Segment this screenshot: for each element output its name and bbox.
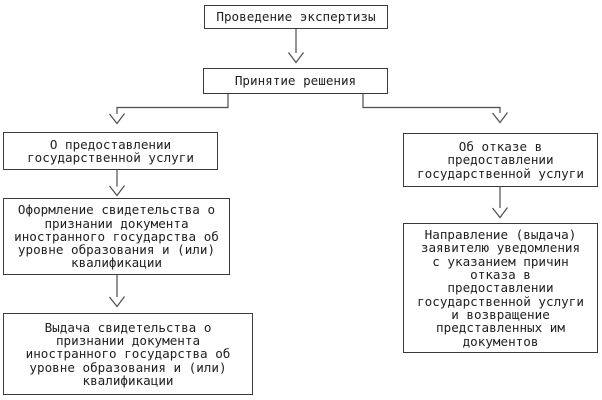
connector-grant-preparation xyxy=(109,170,125,197)
arrowhead-icon xyxy=(109,185,125,197)
connector-expertise-decision xyxy=(288,29,304,64)
arrowhead-icon xyxy=(109,296,125,308)
connector-decision-refusal xyxy=(362,94,508,124)
arrowhead-icon xyxy=(492,112,508,124)
node-refusal-notification: Направление (выдача) заявителю уведомлен… xyxy=(403,223,598,353)
connector-decision-grant xyxy=(109,94,229,125)
arrowhead-icon xyxy=(288,52,304,64)
node-decision: Принятие решения xyxy=(203,68,388,94)
arrowhead-icon xyxy=(492,207,508,219)
node-grant-service: О предоставлении государственной услуги xyxy=(3,132,218,170)
node-certificate-preparation: Оформление свидетельства о признании док… xyxy=(3,198,230,275)
connector-refusal-notification xyxy=(492,187,508,219)
node-refuse-service: Об отказе в предоставлении государственн… xyxy=(403,133,598,187)
arrowhead-icon xyxy=(109,113,125,125)
node-expertise: Проведение экспертизы xyxy=(204,5,388,29)
connector-preparation-issue xyxy=(109,275,125,308)
node-certificate-issue: Выдача свидетельства о признании докумен… xyxy=(3,313,253,395)
